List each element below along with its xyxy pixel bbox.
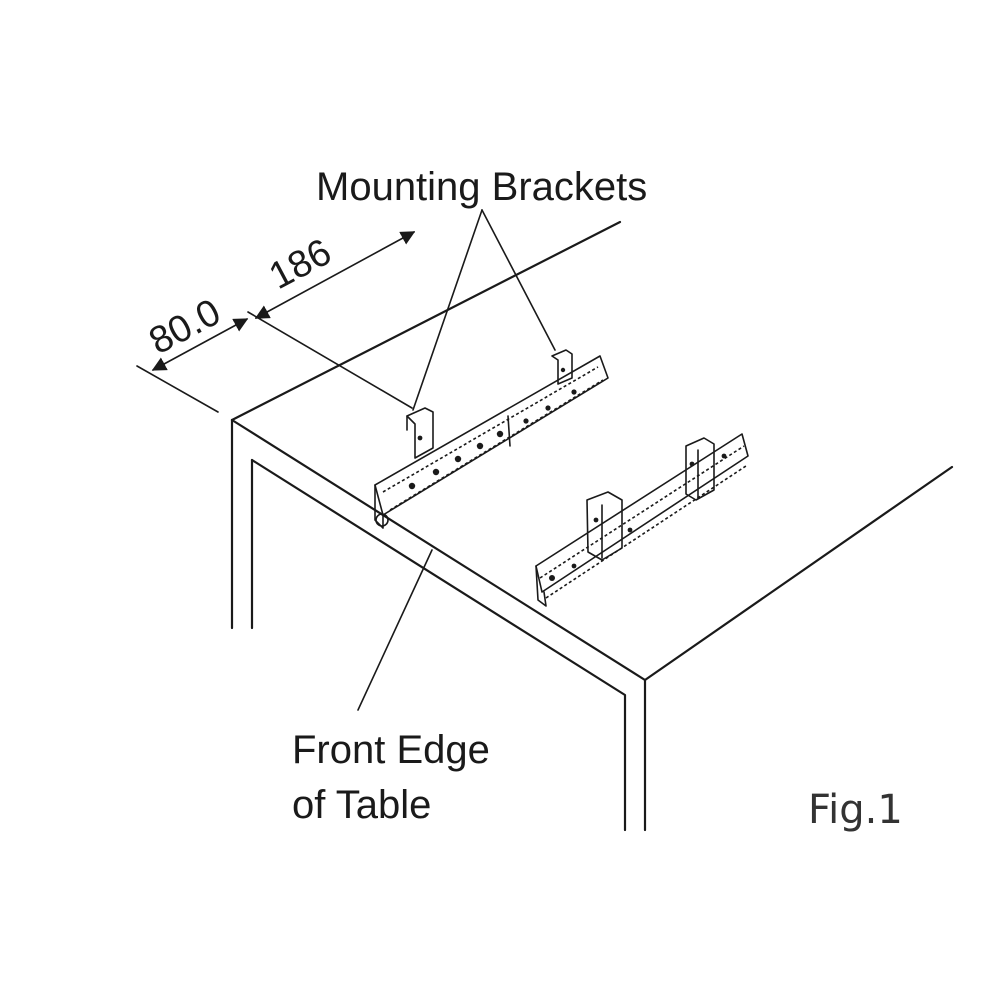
leader-lines bbox=[357, 209, 556, 711]
dimension-lines bbox=[136, 231, 416, 413]
front-edge-label-line1: Front Edge bbox=[292, 728, 490, 772]
right-rear-bracket bbox=[685, 437, 715, 501]
right-front-bracket bbox=[586, 491, 623, 561]
mounting-brackets-label: Mounting Brackets bbox=[316, 165, 647, 209]
front-edge-label-line2: of Table bbox=[292, 783, 431, 827]
table-outline bbox=[230, 220, 954, 832]
figure-label: Fig.1 bbox=[808, 787, 903, 833]
dimension-186-label: 186 bbox=[263, 231, 339, 298]
left-slide-rail bbox=[374, 355, 609, 529]
left-front-bracket bbox=[406, 407, 434, 459]
right-slide-rail bbox=[535, 433, 749, 607]
left-rear-bracket bbox=[551, 349, 573, 385]
